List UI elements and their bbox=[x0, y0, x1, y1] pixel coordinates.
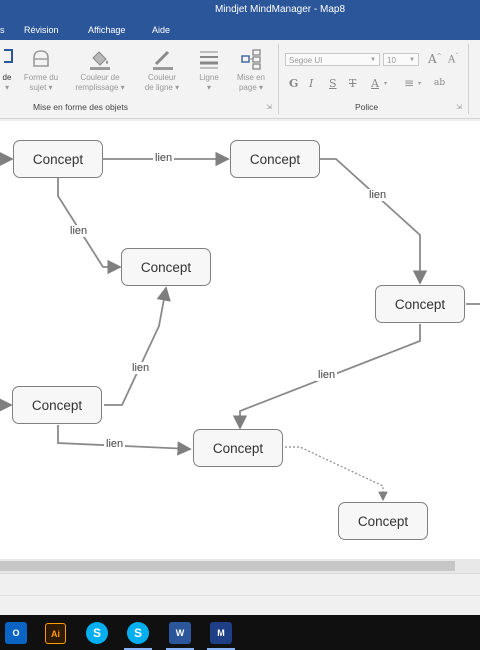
concept-node[interactable]: Concept bbox=[230, 140, 320, 178]
illustrator-icon[interactable]: Ai bbox=[45, 623, 66, 644]
concept-node[interactable]: Concept bbox=[375, 285, 465, 323]
link-label[interactable]: lien bbox=[367, 189, 389, 201]
group-label-font: Police bbox=[355, 102, 379, 112]
active-indicator bbox=[124, 648, 152, 650]
line-weight-icon bbox=[200, 51, 218, 69]
italic-button[interactable]: I bbox=[309, 77, 314, 90]
skype-business-icon[interactable]: S bbox=[127, 622, 149, 644]
scrollbar-thumb[interactable] bbox=[0, 561, 455, 571]
word-icon[interactable]: W bbox=[169, 622, 191, 644]
status-bar-lower bbox=[0, 595, 480, 616]
line-weight-button[interactable]: Ligne ▾ bbox=[192, 48, 226, 93]
tab-partial[interactable]: s bbox=[0, 25, 5, 35]
status-bar bbox=[0, 573, 480, 596]
link-label[interactable]: lien bbox=[68, 225, 90, 237]
concept-node[interactable]: Concept bbox=[193, 429, 283, 467]
outlook-icon[interactable]: O bbox=[5, 622, 27, 644]
grow-font-button[interactable]: A^ bbox=[428, 52, 442, 66]
title-bar: Mindjet MindManager - Map8 bbox=[0, 0, 480, 22]
line-color-icon bbox=[153, 50, 173, 70]
clear-format-button[interactable]: ab bbox=[434, 78, 446, 88]
dialog-launcher-icon[interactable]: ⇲ bbox=[456, 104, 462, 111]
active-indicator bbox=[166, 648, 194, 650]
font-size-combo[interactable]: 10▼ bbox=[383, 53, 419, 66]
font-color-button[interactable]: A bbox=[371, 77, 379, 90]
skype-icon[interactable]: S bbox=[86, 622, 108, 644]
link-label[interactable]: lien bbox=[104, 438, 126, 450]
link-label[interactable]: lien bbox=[153, 152, 175, 164]
partial-icon bbox=[4, 49, 13, 63]
chevron-down-icon: ▼ bbox=[409, 57, 415, 63]
ribbon-tabs: s Révision Affichage Aide bbox=[0, 22, 480, 40]
link-label[interactable]: lien bbox=[316, 369, 338, 381]
taskbar: O Ai S S W M bbox=[0, 615, 480, 650]
shape-icon bbox=[33, 50, 49, 67]
concept-node[interactable]: Concept bbox=[13, 140, 103, 178]
concept-node[interactable]: Concept bbox=[338, 502, 428, 540]
chevron-down-icon[interactable]: ▾ bbox=[384, 81, 388, 87]
group-separator bbox=[278, 44, 279, 114]
link-label[interactable]: lien bbox=[130, 362, 152, 374]
topic-shape-button[interactable]: Forme du sujet ▾ bbox=[18, 48, 64, 93]
tab-aide[interactable]: Aide bbox=[152, 25, 171, 35]
line-color-button[interactable]: Couleur de ligne ▾ bbox=[136, 48, 188, 93]
bold-button[interactable]: G bbox=[289, 77, 299, 90]
ribbon-button-partial[interactable]: de ▾ bbox=[0, 48, 14, 93]
concept-node[interactable]: Concept bbox=[121, 248, 211, 286]
window-title: Mindjet MindManager - Map8 bbox=[214, 4, 346, 15]
dialog-launcher-icon[interactable]: ⇲ bbox=[266, 104, 272, 111]
tab-affichage[interactable]: Affichage bbox=[88, 25, 126, 35]
tab-revision[interactable]: Révision bbox=[24, 25, 59, 35]
fill-bucket-icon bbox=[90, 51, 110, 70]
underline-button[interactable]: S bbox=[329, 77, 337, 90]
font-name-combo[interactable]: Segoe UI▼ bbox=[285, 53, 380, 66]
shrink-font-button[interactable]: Aˇ bbox=[448, 53, 459, 66]
map-canvas[interactable]: Concept Concept Concept Concept Concept … bbox=[0, 121, 480, 559]
chevron-down-icon: ▼ bbox=[370, 57, 376, 63]
chevron-down-icon[interactable]: ▾ bbox=[418, 81, 422, 87]
horizontal-scrollbar[interactable] bbox=[0, 559, 480, 573]
fill-color-button[interactable]: Couleur de remplissage ▾ bbox=[70, 48, 130, 93]
align-button[interactable]: ≡ bbox=[404, 76, 415, 90]
mindmanager-icon[interactable]: M bbox=[210, 622, 232, 644]
active-indicator bbox=[207, 648, 235, 650]
page-layout-button[interactable]: Mise en page ▾ bbox=[230, 48, 272, 93]
ribbon: de ▾ Forme du sujet ▾ Couleur de remplis… bbox=[0, 40, 480, 119]
group-separator bbox=[468, 44, 469, 114]
group-label-object-format: Mise en forme des objets bbox=[33, 102, 128, 112]
layout-icon bbox=[241, 49, 261, 70]
concept-node[interactable]: Concept bbox=[12, 386, 102, 424]
strikethrough-button[interactable]: T bbox=[349, 77, 357, 90]
connector-lines bbox=[0, 151, 480, 502]
